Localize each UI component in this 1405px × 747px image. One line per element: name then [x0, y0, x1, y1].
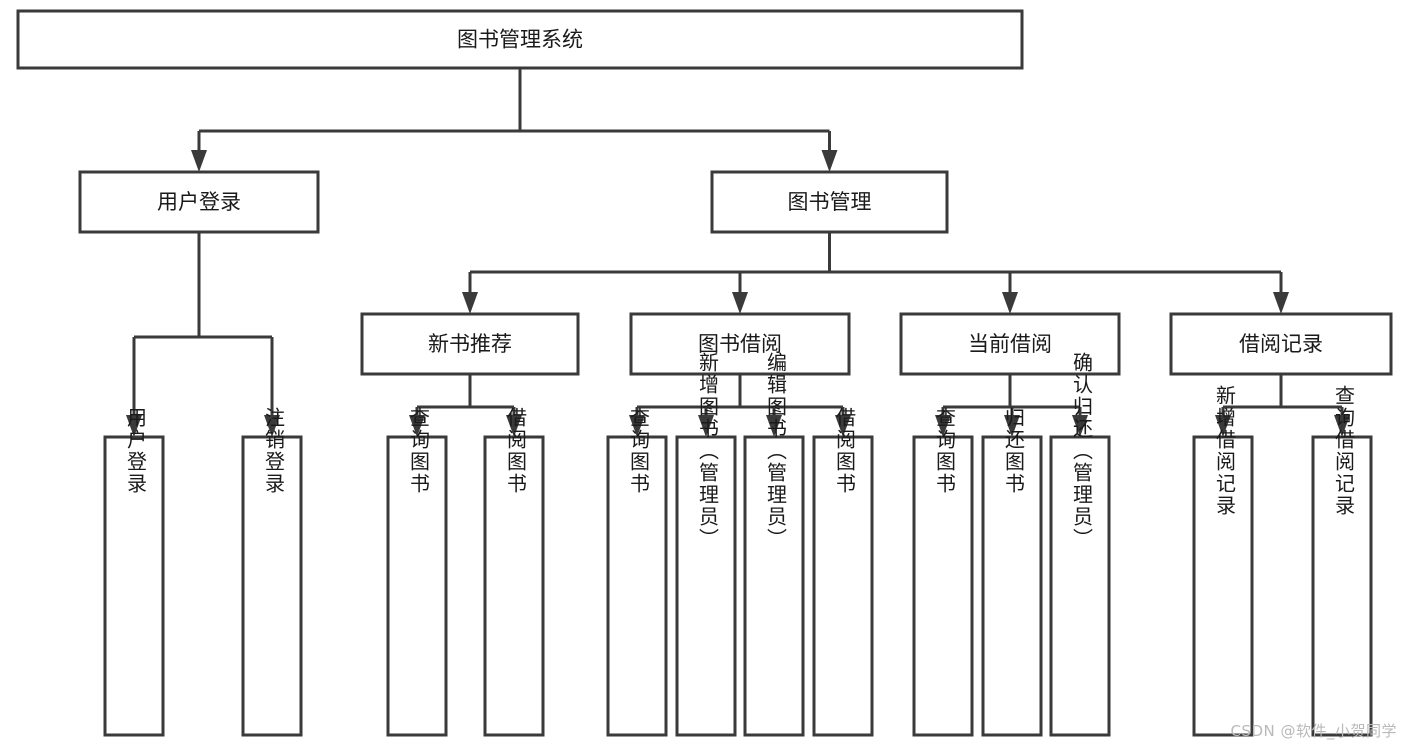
node-box-user-login[interactable]: [78, 170, 320, 234]
arrow-head-icon: [629, 415, 645, 437]
arrow-head-icon: [766, 415, 782, 437]
edge-group-book-manage: [462, 232, 1289, 314]
arrow-head-icon: [1002, 292, 1018, 314]
csdn-watermark: CSDN @软件_小贺同学: [1230, 722, 1397, 740]
node-cur-return-book[interactable]: 归还图书: [981, 407, 1043, 737]
node-box-bor-add-book[interactable]: [675, 435, 737, 737]
node-bor-add-book[interactable]: 新增图书（管理员）: [675, 352, 737, 737]
node-layer: 图书管理系统用户登录图书管理用户登录注销登录新书推荐图书借阅当前借阅借阅记录查询…: [16, 9, 1393, 737]
node-user-logout[interactable]: 注销登录: [241, 407, 303, 737]
node-label-book-manage: 图书管理: [788, 190, 872, 214]
node-rec-add-record[interactable]: 新增借阅记录: [1192, 385, 1254, 737]
node-book-borrow[interactable]: 图书借阅: [629, 312, 851, 376]
edge-group-root: [191, 68, 838, 172]
node-bor-edit-book[interactable]: 编辑图书（管理员）: [743, 352, 805, 737]
edge-group-user-login: [126, 232, 280, 437]
node-label-bor-borrow-book: 借阅图书: [833, 407, 857, 495]
node-label-rec-add-record: 新增借阅记录: [1213, 385, 1237, 517]
node-box-rec-query-book[interactable]: [386, 435, 448, 737]
arrow-head-icon: [821, 150, 838, 172]
node-box-cur-confirm-return[interactable]: [1049, 435, 1111, 737]
node-box-book-borrow[interactable]: [629, 312, 851, 376]
node-box-rec-add-record[interactable]: [1192, 435, 1254, 737]
edge-group-borrow-record: [1215, 374, 1350, 437]
node-label-user-login-do: 用户登录: [124, 407, 148, 495]
node-borrow-record[interactable]: 借阅记录: [1169, 312, 1393, 376]
node-box-bor-edit-book[interactable]: [743, 435, 805, 737]
node-box-rec-borrow-book[interactable]: [483, 435, 545, 737]
node-label-bor-query-book: 查询图书: [627, 407, 651, 495]
node-new-book-rec[interactable]: 新书推荐: [360, 312, 580, 376]
arrow-head-icon: [1334, 415, 1350, 437]
node-cur-confirm-return[interactable]: 确认归还（管理员）: [1049, 352, 1111, 737]
arrow-head-icon: [409, 415, 425, 437]
node-box-user-login-do[interactable]: [103, 435, 165, 737]
arrow-head-icon: [462, 292, 478, 314]
node-box-book-manage[interactable]: [710, 170, 949, 234]
node-label-rec-borrow-book: 借阅图书: [504, 407, 528, 495]
node-box-cur-return-book[interactable]: [981, 435, 1043, 737]
connector-layer: [126, 68, 1350, 437]
arrow-head-icon: [935, 415, 951, 437]
arrow-head-icon: [1072, 415, 1088, 437]
node-box-cur-query-book[interactable]: [912, 435, 974, 737]
node-rec-query-record[interactable]: 查询借阅记录: [1311, 385, 1373, 737]
arrow-head-icon: [506, 415, 522, 437]
node-label-current-borrow: 当前借阅: [968, 332, 1052, 356]
arrow-head-icon: [1004, 415, 1020, 437]
node-user-login[interactable]: 用户登录: [78, 170, 320, 234]
node-label-bor-edit-book: 编辑图书（管理员）: [764, 352, 788, 550]
arrow-head-icon: [1215, 415, 1231, 437]
node-box-rec-query-record[interactable]: [1311, 435, 1373, 737]
node-rec-query-book[interactable]: 查询图书: [386, 407, 448, 737]
node-box-new-book-rec[interactable]: [360, 312, 580, 376]
arrow-head-icon: [191, 150, 207, 172]
node-box-current-borrow[interactable]: [899, 312, 1121, 376]
node-box-bor-query-book[interactable]: [606, 435, 668, 737]
node-label-borrow-record: 借阅记录: [1239, 332, 1323, 356]
arrow-head-icon: [1273, 292, 1289, 314]
node-box-borrow-record[interactable]: [1169, 312, 1393, 376]
node-label-cur-query-book: 查询图书: [933, 407, 957, 495]
node-cur-query-book[interactable]: 查询图书: [912, 407, 974, 737]
node-bor-query-book[interactable]: 查询图书: [606, 407, 668, 737]
node-label-new-book-rec: 新书推荐: [428, 332, 512, 356]
node-box-user-logout[interactable]: [241, 435, 303, 737]
node-label-rec-query-book: 查询图书: [407, 407, 431, 495]
node-label-rec-query-record: 查询借阅记录: [1332, 385, 1356, 517]
arrow-head-icon: [732, 292, 748, 314]
edge-group-book-borrow: [629, 374, 851, 437]
node-box-root[interactable]: [16, 9, 1024, 70]
node-root[interactable]: 图书管理系统: [16, 9, 1024, 70]
arrow-head-icon: [264, 415, 280, 437]
node-label-root: 图书管理系统: [457, 28, 583, 52]
node-box-bor-borrow-book[interactable]: [812, 435, 874, 737]
node-label-cur-confirm-return: 确认归还（管理员）: [1070, 352, 1094, 550]
node-user-login-do[interactable]: 用户登录: [103, 407, 165, 737]
node-label-bor-add-book: 新增图书（管理员）: [696, 352, 720, 550]
edge-group-current-borrow: [935, 374, 1088, 437]
node-label-book-borrow: 图书借阅: [698, 332, 782, 356]
node-label-user-logout: 注销登录: [262, 407, 286, 495]
arrow-head-icon: [698, 415, 714, 437]
edge-group-new-book-rec: [409, 374, 522, 437]
node-label-cur-return-book: 归还图书: [1002, 407, 1026, 495]
node-bor-borrow-book[interactable]: 借阅图书: [812, 407, 874, 737]
arrow-head-icon: [835, 415, 851, 437]
node-current-borrow[interactable]: 当前借阅: [899, 312, 1121, 376]
arrow-head-icon: [126, 415, 142, 437]
node-label-user-login: 用户登录: [157, 190, 241, 214]
node-book-manage[interactable]: 图书管理: [710, 170, 949, 234]
node-rec-borrow-book[interactable]: 借阅图书: [483, 407, 545, 737]
